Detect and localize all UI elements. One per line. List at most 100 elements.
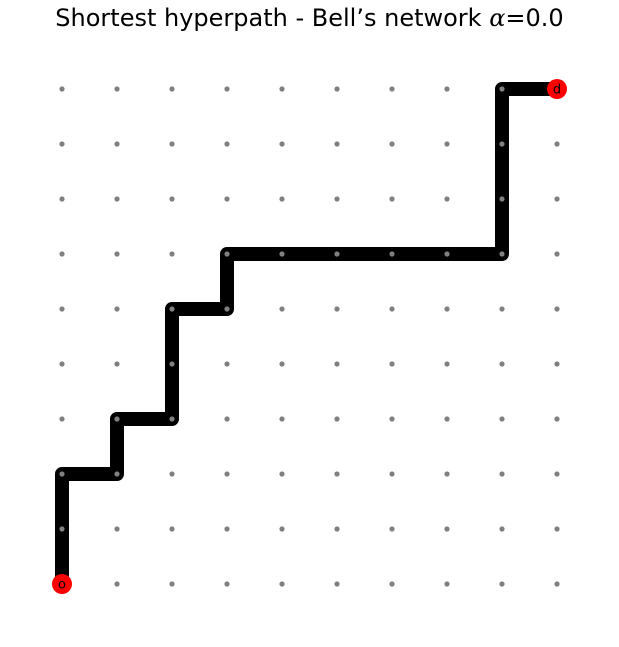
grid-node <box>499 141 505 147</box>
grid-node <box>169 86 175 92</box>
grid-node <box>499 196 505 202</box>
grid-node <box>499 306 505 312</box>
grid-node <box>114 581 120 587</box>
grid-node <box>499 526 505 532</box>
grid-node <box>224 471 230 477</box>
grid-node <box>554 141 560 147</box>
grid-node <box>114 526 120 532</box>
grid-nodes <box>59 86 560 587</box>
grid-node <box>334 361 340 367</box>
grid-node <box>334 581 340 587</box>
grid-node <box>389 251 395 257</box>
origin-node <box>52 574 72 594</box>
grid-node <box>499 361 505 367</box>
grid-node <box>334 196 340 202</box>
grid-node <box>169 361 175 367</box>
grid-node <box>114 361 120 367</box>
destination-node <box>547 79 567 99</box>
grid-node <box>334 526 340 532</box>
grid-node <box>59 416 65 422</box>
chart-title: Shortest hyperpath - Bell’s network α=0.… <box>55 4 564 32</box>
grid-node <box>444 306 450 312</box>
grid-node <box>224 141 230 147</box>
grid-node <box>279 581 285 587</box>
grid-node <box>554 526 560 532</box>
grid-node <box>389 86 395 92</box>
grid-node <box>169 306 175 312</box>
grid-node <box>554 361 560 367</box>
grid-node <box>444 141 450 147</box>
grid-node <box>224 526 230 532</box>
grid-node <box>554 251 560 257</box>
grid-node <box>169 471 175 477</box>
path-line <box>55 82 557 584</box>
grid-node <box>279 306 285 312</box>
grid-node <box>59 196 65 202</box>
grid-node <box>554 306 560 312</box>
grid-node <box>389 196 395 202</box>
grid-node <box>444 416 450 422</box>
grid-node <box>114 141 120 147</box>
grid-node <box>389 361 395 367</box>
grid-node <box>224 581 230 587</box>
grid-node <box>499 416 505 422</box>
grid-node <box>554 471 560 477</box>
grid-node <box>389 306 395 312</box>
grid-node <box>554 416 560 422</box>
grid-node <box>279 86 285 92</box>
grid-node <box>499 251 505 257</box>
grid-node <box>59 471 65 477</box>
grid-node <box>499 581 505 587</box>
grid-node <box>114 251 120 257</box>
grid-node <box>444 251 450 257</box>
grid-node <box>334 306 340 312</box>
grid-node <box>59 141 65 147</box>
grid-node <box>59 86 65 92</box>
grid-node <box>279 471 285 477</box>
grid-node <box>169 141 175 147</box>
grid-node <box>169 196 175 202</box>
grid-node <box>114 416 120 422</box>
grid-node <box>499 471 505 477</box>
grid-node <box>389 471 395 477</box>
grid-node <box>224 86 230 92</box>
grid-node <box>114 306 120 312</box>
grid-node <box>114 86 120 92</box>
grid-node <box>224 196 230 202</box>
grid-node <box>59 361 65 367</box>
grid-node <box>279 141 285 147</box>
grid-node <box>554 196 560 202</box>
grid-node <box>334 86 340 92</box>
grid-node <box>444 526 450 532</box>
grid-node <box>389 416 395 422</box>
grid-node <box>389 526 395 532</box>
grid-node <box>444 361 450 367</box>
grid-node <box>389 141 395 147</box>
grid-node <box>334 471 340 477</box>
grid-node <box>59 251 65 257</box>
grid-node <box>389 581 395 587</box>
grid-node <box>59 306 65 312</box>
grid-node <box>224 416 230 422</box>
grid-node <box>169 416 175 422</box>
destination-label: d <box>553 83 561 98</box>
grid-node <box>444 471 450 477</box>
shortest-hyperpath <box>55 82 557 584</box>
grid-node <box>499 86 505 92</box>
grid-node <box>169 251 175 257</box>
grid-node <box>279 196 285 202</box>
grid-node <box>224 251 230 257</box>
grid-node <box>334 141 340 147</box>
grid-node <box>334 251 340 257</box>
grid-node <box>224 306 230 312</box>
grid-node <box>224 361 230 367</box>
grid-node <box>554 581 560 587</box>
grid-node <box>444 86 450 92</box>
grid-node <box>279 416 285 422</box>
grid-node <box>444 581 450 587</box>
grid-node <box>114 196 120 202</box>
grid-node <box>279 361 285 367</box>
grid-node <box>334 416 340 422</box>
origin-label: o <box>58 578 66 593</box>
